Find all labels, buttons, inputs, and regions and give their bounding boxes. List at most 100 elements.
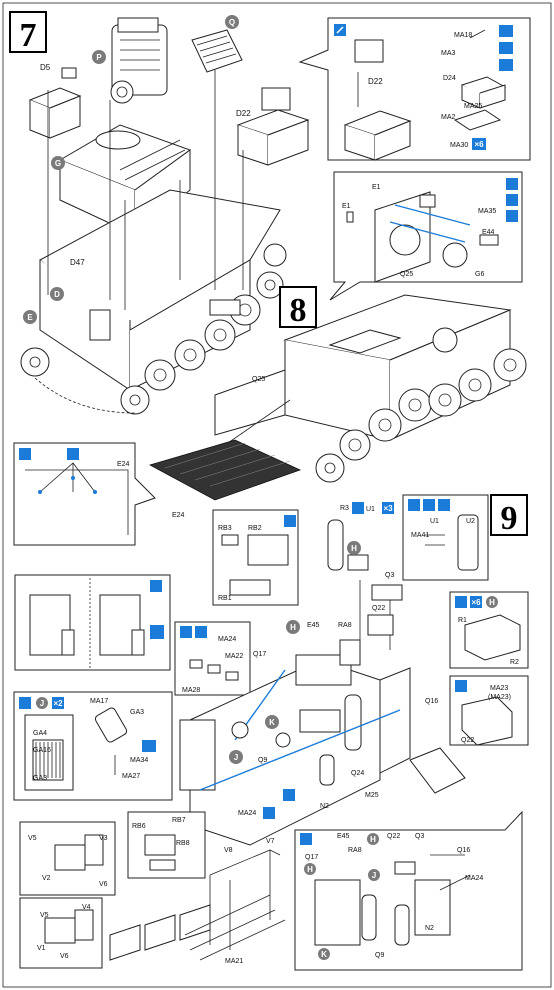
callout-ma23: MA23 (MA23) Q22 [449, 675, 529, 746]
label-g6: G6 [475, 271, 484, 278]
label-ma18: MA18 [454, 32, 472, 39]
engine-part [110, 17, 168, 104]
callout-final-view: H H J K Q17 E45 RA8 Q22 Q3 Q16 MA24 N2 Q… [294, 810, 523, 971]
svg-text:H: H [307, 865, 313, 874]
quantity-icon [472, 138, 486, 150]
step-8-box [279, 286, 317, 328]
label-rb8: RB8 [176, 840, 190, 847]
label-v5: V5 [28, 835, 37, 842]
glue-icon-3 [506, 178, 518, 190]
callout-e24: E24 [13, 442, 156, 546]
label-e1-left: E1 [342, 203, 351, 210]
svg-text:K: K [321, 950, 327, 959]
label-v8: V8 [224, 847, 233, 854]
label-rb2: RB2 [248, 525, 262, 532]
quantity-icon-x3 [382, 502, 394, 514]
svg-text:J: J [234, 753, 238, 762]
pin-icon [67, 448, 79, 460]
label-e1-top: E1 [372, 184, 381, 191]
subassembly-g-label: G [55, 159, 61, 168]
d5-part [28, 67, 82, 139]
drop-icon-2 [506, 210, 518, 222]
radiator-part [191, 29, 243, 73]
svg-text:×6: ×6 [471, 598, 481, 607]
subassembly-p-marker [92, 50, 106, 64]
label-q9: Q9 [258, 757, 267, 764]
label-v4: V4 [82, 904, 91, 911]
step-9-box [490, 494, 528, 536]
callout-e1-q25: E1 E1 MA35 E44 Q25 G6 [329, 171, 523, 301]
d24-detail-part [453, 29, 507, 131]
label-ma35: MA35 [478, 208, 496, 215]
subassembly-g-marker [51, 156, 65, 170]
label-ma34: MA34 [130, 757, 148, 764]
label-v3: V3 [99, 835, 108, 842]
subassembly-p-label: P [96, 53, 102, 62]
step-9: 9 R3 U1 ×3 RB3 RB2 RB1 U1 U2 [13, 494, 529, 971]
step-9-number: 9 [501, 500, 518, 537]
label-final-q9: Q9 [375, 952, 384, 959]
glue-icon-5 [284, 515, 296, 527]
paint-icon [499, 59, 513, 71]
subassembly-q-label: Q [229, 18, 235, 27]
label-v7: V7 [266, 838, 275, 845]
step-7-number: 7 [20, 17, 37, 54]
d22-detail-part [343, 39, 412, 161]
rotate-icon-2 [150, 625, 164, 639]
subassembly-q-marker [225, 15, 239, 29]
label-ma21: MA21 [225, 958, 243, 965]
paint-icon-2 [506, 194, 518, 206]
label-q25: Q25 [252, 376, 265, 383]
glue-icon-2 [499, 25, 513, 37]
label-ma17: MA17 [90, 698, 108, 705]
svg-text:K: K [269, 718, 275, 727]
interior-step-9 [179, 554, 466, 846]
label-final-ra8: RA8 [348, 847, 362, 854]
e24-mesh [148, 439, 302, 501]
svg-text:J: J [40, 699, 44, 708]
quantity-x3: ×3 [383, 504, 393, 513]
label-final-q16: Q16 [457, 847, 470, 854]
label-ma23: MA23 [490, 685, 508, 692]
label-ma28: MA28 [182, 687, 200, 694]
label-e24-callout: E24 [117, 461, 130, 468]
label-final-ma24: MA24 [465, 875, 483, 882]
label-rb3: RB3 [218, 525, 232, 532]
glue-icon-4 [19, 448, 31, 460]
label-r3: R3 [340, 505, 349, 512]
label-ma3: MA3 [441, 50, 456, 57]
hull-step-7 [20, 189, 287, 415]
label-m25: M25 [365, 792, 379, 799]
label-rb6: RB6 [132, 823, 146, 830]
label-ma2: MA2 [441, 114, 456, 121]
subassembly-e-label: E [27, 313, 33, 322]
label-ga3-lower: GA3 [33, 775, 47, 782]
rotate-icon [352, 502, 364, 514]
quantity-x6: ×6 [474, 140, 484, 149]
label-v6-lower: V6 [60, 953, 69, 960]
label-ma41: MA41 [411, 532, 429, 539]
step-7-box [9, 11, 47, 53]
callout-d22-d24: D22 MA18 MA3 D24 MA25 MA2 MA30 ×6 [298, 17, 531, 161]
label-ma24: MA24 [218, 636, 236, 643]
label-ma22: MA22 [225, 653, 243, 660]
subassembly-e-marker [23, 310, 37, 324]
label-q22: Q22 [372, 605, 385, 612]
label-ma30: MA30 [450, 142, 468, 149]
label-r1: R1 [458, 617, 467, 624]
d22-part [236, 87, 310, 166]
svg-text:H: H [489, 598, 495, 607]
callout-r1-r2: ×6 H R1 R2 [449, 591, 529, 669]
label-e44: E44 [482, 229, 495, 236]
label-v6: V6 [99, 881, 108, 888]
callout-radio-left [14, 574, 171, 671]
label-ma25: MA25 [464, 103, 482, 110]
svg-text:H: H [351, 544, 357, 553]
subassembly-d-label: D [54, 290, 60, 299]
callout-ga: J ×2 MA17 GA3 GA4 GA16 GA3 MA34 MA27 [13, 691, 173, 801]
label-q22-callout: Q22 [461, 737, 474, 744]
label-final-n2: N2 [425, 925, 434, 932]
label-d22: D22 [236, 109, 251, 118]
label-ga4: GA4 [33, 730, 47, 737]
label-d5: D5 [40, 63, 51, 72]
